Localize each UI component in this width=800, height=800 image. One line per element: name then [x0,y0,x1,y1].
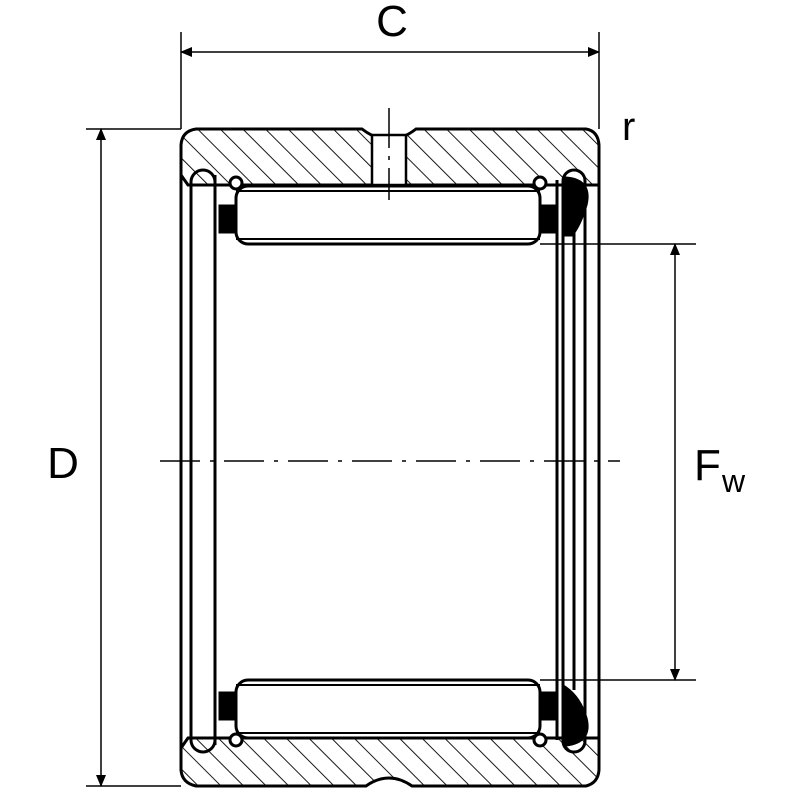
centerlines [160,108,620,462]
label-d: D [47,439,79,488]
label-c: C [376,0,408,46]
label-fw-main: F [694,441,721,490]
dimensions [86,32,696,787]
roller-top [218,175,558,246]
seal-details [564,176,589,747]
label-fw-sub: w [721,463,746,499]
shell-bottom-wall [179,736,601,788]
roller-bottom [218,678,558,748]
label-r: r [622,105,635,149]
